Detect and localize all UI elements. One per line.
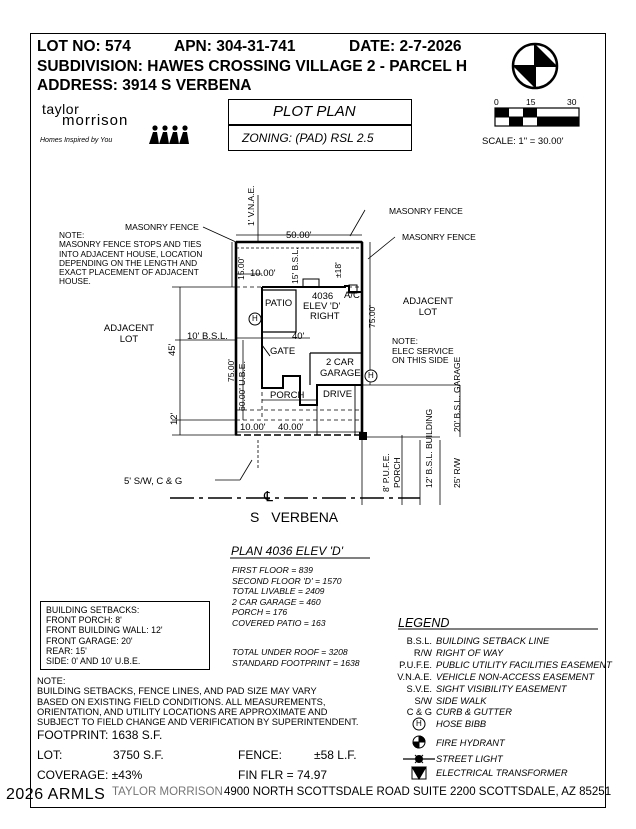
fence-label: FENCE:: [238, 748, 283, 762]
scale-tick-0: 0: [494, 97, 499, 107]
footer-address: 4900 NORTH SCOTTSDALE ROAD SUITE 2200 SC…: [224, 786, 612, 798]
dim-75-left: 75.00': [226, 359, 236, 382]
note-bottom: NOTE: BUILDING SETBACKS, FENCE LINES, AN…: [37, 676, 359, 728]
dim-75-right: 75.00': [367, 305, 377, 328]
street-name: S VERBENA: [250, 509, 339, 525]
dim-40-mid: 40': [292, 331, 305, 342]
plot-plan-title: PLOT PLAN: [273, 103, 356, 120]
brand-tagline: Homes Inspired by You: [40, 137, 113, 144]
note-elec: NOTE: ELEC SERVICE ON THIS SIDE: [392, 336, 454, 365]
adjacent-lot-right: ADJACENT LOT: [402, 296, 454, 318]
footprint-summary: FOOTPRINT: 1638 S.F.: [37, 728, 163, 742]
garage-bsl-label: 20' B.S.L. GARAGE: [452, 356, 462, 432]
bsl-10: 10' B.S.L.: [187, 331, 228, 342]
dim-40-bottom: 40.00': [278, 422, 304, 433]
vnae-label: 1' V.N.A.E.: [246, 185, 256, 226]
note-fence: NOTE: MASONRY FENCE STOPS AND TIES INTO …: [59, 230, 203, 287]
masonry-fence-label-3: MASONRY FENCE: [402, 232, 476, 242]
lot-area-label: LOT:: [37, 748, 63, 762]
dim-45: 45': [167, 343, 178, 356]
finish-floor: FIN FLR = 74.97: [238, 768, 328, 782]
patio-label: PATIO: [265, 298, 293, 309]
pufe-label: 8' P.U.F.E.: [381, 453, 391, 492]
scale-tick-30: 30: [567, 97, 577, 107]
dim-50: 50.00': [286, 230, 312, 241]
brand-line-2: morrison: [62, 112, 129, 129]
hose-bibb-letter-2: H: [368, 371, 374, 380]
setbacks-lines: BUILDING SETBACKS: FRONT PORCH: 8' FRONT…: [46, 605, 163, 667]
garage-label: 2 CAR GARAGE: [320, 357, 361, 379]
plan-info-lines: FIRST FLOOR = 839 SECOND FLOOR 'D' = 157…: [232, 565, 342, 628]
dim-10: 10.00': [250, 268, 276, 279]
porch-label: PORCH: [270, 390, 305, 401]
legend-row: V.N.A.E.VEHICLE NON-ACCESS EASEMENT: [397, 672, 595, 682]
elev-label: ELEV 'D': [303, 301, 341, 312]
dimension-lines: [172, 195, 461, 505]
porch-vertical-label: PORCH: [392, 457, 402, 488]
dim-12: 12': [169, 412, 180, 425]
setbacks-box: [40, 601, 210, 670]
address: ADDRESS: 3914 S VERBENA: [37, 77, 252, 94]
legend-symbols: [398, 628, 598, 780]
adjacent-lot-left: ADJACENT LOT: [103, 323, 155, 345]
plan-info-title: PLAN 4036 ELEV 'D': [231, 544, 343, 558]
legend-street-light: STREET LIGHT: [436, 754, 503, 764]
north-arrow-icon: [511, 42, 559, 90]
ac-label: A/C: [344, 290, 360, 301]
ube-label: 60.00' U.B.E.: [237, 361, 247, 411]
plan-number: 4036: [312, 291, 334, 302]
plan-info-totals: TOTAL UNDER ROOF = 3208 STANDARD FOOTPRI…: [232, 647, 360, 668]
hose-bibb-letter-1: H: [252, 314, 258, 323]
lot-area-value: 3750 S.F.: [113, 748, 164, 762]
legend-hose-bibb: HOSE BIBB: [436, 719, 487, 729]
masonry-fence-label-2: MASONRY FENCE: [389, 206, 463, 216]
centerline-symbol: ℄: [264, 488, 273, 504]
masonry-fence-label-1: MASONRY FENCE: [125, 222, 199, 232]
dim-18: ±18': [333, 262, 343, 278]
brand-line-1: taylor: [42, 101, 80, 117]
fence-value: ±58 L.F.: [314, 748, 357, 762]
date: DATE: 2-7-2026: [349, 38, 462, 55]
gate-label: GATE: [270, 346, 296, 357]
sheet-border: [30, 33, 606, 808]
legend-fire-hydrant: FIRE HYDRANT: [436, 738, 505, 748]
footer-company: TAYLOR MORRISON: [112, 786, 223, 798]
sidewalk-label: 5' S/W, C & G: [124, 476, 183, 487]
legend-row: B.S.L.BUILDING SETBACK LINE: [406, 636, 550, 646]
copyright-watermark: 2026 ARMLS: [6, 786, 106, 803]
coverage: COVERAGE: ±43%: [37, 768, 143, 782]
lot-number: LOT NO: 574: [37, 38, 131, 55]
zoning-box: [228, 125, 412, 151]
electrical-transformer-icon: [359, 432, 367, 440]
rw-label: 25' R/W: [452, 458, 462, 488]
right-label: RIGHT: [310, 311, 340, 322]
plot-plan-title-box: [228, 99, 412, 125]
legend-row: P.U.F.E.PUBLIC UTILITY FACILITIES EASEME…: [399, 660, 612, 670]
subdivision: SUBDIVISION: HAWES CROSSING VILLAGE 2 - …: [37, 58, 468, 75]
hose-bibb-icon: [248, 312, 378, 383]
legend-electrical-transformer: ELECTRICAL TRANSFORMER: [436, 768, 568, 778]
apn: APN: 304-31-741: [174, 38, 296, 55]
scale-bar: [494, 107, 580, 127]
hose-bibb-legend-letter: H: [416, 719, 422, 728]
dim-10-bottom: 10.00': [240, 422, 266, 433]
legend-title: LEGEND: [398, 616, 450, 630]
leader-lines: [202, 209, 396, 260]
dim-15-bsl: 15' B.S.L.: [290, 247, 300, 284]
zoning-text: ZONING: (PAD) RSL 2.5: [242, 131, 374, 145]
scale-tick-15: 15: [526, 97, 536, 107]
house-footprint: [261, 278, 363, 435]
street: [170, 440, 420, 499]
drive-label: DRIVE: [323, 389, 353, 400]
brand-figures-icon: [149, 125, 189, 144]
dim-15: 15.00': [236, 257, 246, 280]
building-bsl-label: 12' B.S.L. BUILDING: [424, 408, 434, 488]
legend-row: S.V.E.SIGHT VISIBILITY EASEMENT: [406, 684, 567, 694]
scale-text: SCALE: 1" = 30.00': [482, 136, 564, 147]
